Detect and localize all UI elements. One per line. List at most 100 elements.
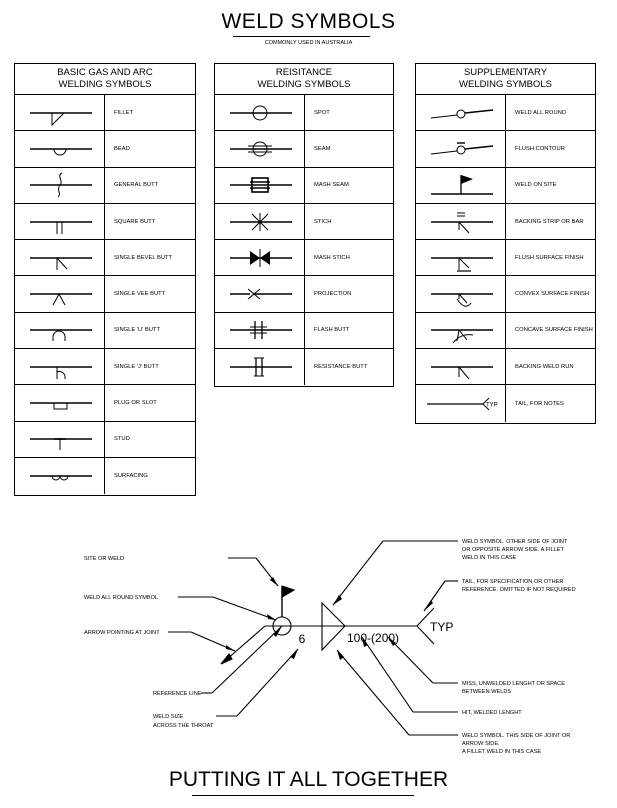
- table-row: CONVEX SURFACE FINISH: [416, 276, 595, 313]
- symbol-label: SURFACING: [114, 473, 148, 480]
- table-row: WELD ON SITE: [416, 167, 595, 204]
- table-row: SQUARE BUTT: [15, 203, 195, 241]
- flush-surface-finish-icon: [416, 240, 506, 276]
- callout-tail-2: REFERENCE. OMITTED IF NOT REQUIRED: [462, 587, 576, 593]
- table-row: SINGLE VEE BUTT: [15, 276, 195, 313]
- mash-seam-icon: [215, 167, 305, 203]
- flash-butt-icon-graphic: [229, 321, 292, 340]
- symbol-label: FLASH BUTT: [314, 327, 350, 334]
- mash-seam-icon-graphic: [229, 177, 292, 194]
- table-row: BEAD: [15, 131, 195, 168]
- table-row: FILLET: [15, 95, 195, 132]
- general-butt-icon: [15, 167, 105, 203]
- symbol-label: PLUG OR SLOT: [114, 400, 157, 407]
- table-row: SINGLE 'J' BUTT: [15, 349, 195, 386]
- symbol-label: STICH: [314, 218, 332, 225]
- square-butt-icon: [15, 203, 105, 240]
- symbol-label: SINGLE 'U' BUTT: [114, 327, 161, 334]
- callout-this-side-2: ARROW SIDE.: [462, 741, 500, 747]
- projection-icon-graphic: [229, 288, 292, 300]
- table-row: FLUSH CONTOUR: [416, 131, 595, 168]
- single-bevel-butt-icon: [15, 240, 105, 276]
- spot-icon-graphic: [229, 105, 292, 121]
- callout-other-side-3: WELD IN THIS CASE: [462, 555, 517, 561]
- flush-contour-icon: [416, 131, 506, 167]
- table-row: WELD ALL ROUND: [416, 95, 595, 132]
- symbol-label: SINGLE VEE BUTT: [114, 291, 166, 298]
- callout-other-side-1: WELD SYMBOL. OTHER SIDE OF JOINT: [462, 539, 568, 545]
- tail-reference-text: TYP: [430, 620, 453, 634]
- bottom-title-underline: [192, 795, 414, 796]
- general-butt-icon-graphic: [29, 172, 92, 198]
- bead-icon: [15, 131, 105, 167]
- symbol-label: CONCAVE SURFACE FINISH: [515, 327, 593, 334]
- fillet-icon: [15, 95, 105, 131]
- table-row: STUD: [15, 421, 195, 458]
- table-row: FLUSH SURFACE FINISH: [416, 240, 595, 277]
- seam-icon: [215, 131, 305, 167]
- weld-on-site-icon: [416, 167, 506, 203]
- single-j-butt-icon: [15, 349, 105, 385]
- single-u-butt-icon-graphic: [29, 329, 92, 342]
- table-row: SPOT: [215, 95, 393, 132]
- resistance-butt-icon: [215, 349, 305, 386]
- callout-weld-size-2: ACROSS THE THROAT: [153, 723, 214, 729]
- table-header-line-2: WELDING SYMBOLS: [58, 79, 152, 90]
- weld-on-site-icon-graphic: [430, 175, 493, 195]
- concave-surface-finish-icon: [416, 312, 506, 349]
- flush-contour-icon-graphic: [430, 142, 493, 155]
- flush-surface-finish-icon-graphic: [430, 257, 493, 272]
- symbol-label: SPOT: [314, 109, 330, 116]
- table-header-line-2: WELDING SYMBOLS: [257, 79, 351, 90]
- mash-stich-icon: [215, 240, 305, 276]
- callout-miss-2: BETWEEN WELDS: [462, 689, 511, 695]
- weld-symbol-assembly-diagram: 6 100-(200) TYP SITE OR WELD WELD ALL RO…: [84, 539, 576, 755]
- seam-icon-graphic: [229, 141, 292, 157]
- symbol-label: CONVEX SURFACE FINISH: [515, 291, 590, 298]
- weld-all-round-icon-graphic: [430, 108, 493, 119]
- symbol-label: WELD ALL ROUND: [515, 109, 567, 116]
- title-underline: [233, 36, 370, 37]
- projection-icon: [215, 276, 305, 312]
- symbol-label: BACKING WELD RUN: [515, 363, 574, 370]
- symbol-label: GENERAL BUTT: [114, 182, 159, 189]
- table-row: PROJECTION: [215, 276, 393, 313]
- backing-weld-run-icon: [416, 349, 506, 385]
- single-vee-butt-icon-graphic: [29, 293, 92, 306]
- svg-text:TYP: TYP: [486, 402, 498, 408]
- backing-strip-icon-graphic: [430, 212, 493, 233]
- table-header-line-1: SUPPLEMENTARY: [463, 67, 548, 78]
- page-title: WELD SYMBOLS: [221, 10, 396, 33]
- symbol-label: STUD: [114, 436, 130, 443]
- page-subtitle: COMMONLY USED IN AUSTRALIA: [264, 40, 353, 46]
- callout-other-side-2: OR OPPOSITE ARROW SIDE. A FILLET: [462, 547, 565, 553]
- fillet-icon-graphic: [29, 111, 92, 126]
- table-row: GENERAL BUTT: [15, 167, 195, 204]
- resistance-butt-icon-graphic: [229, 357, 292, 377]
- symbol-label: BACKING STRIP OR BAR: [515, 218, 584, 225]
- table-row: CONCAVE SURFACE FINISH: [416, 312, 595, 350]
- table-row: MASH SEAM: [215, 167, 393, 204]
- backing-weld-run-icon-graphic: [430, 366, 493, 380]
- symbol-label: FILLET: [114, 109, 134, 116]
- stud-icon: [15, 421, 105, 457]
- callout-site-or-weld: SITE OR WELD: [84, 556, 124, 562]
- symbol-label: RESISTANCE BUTT: [314, 364, 368, 371]
- symbol-label: BEAD: [114, 145, 130, 152]
- table-row: FLASH BUTT: [215, 312, 393, 350]
- symbol-label: FLUSH SURFACE FINISH: [515, 254, 584, 261]
- table-row: MASH STICH: [215, 240, 393, 277]
- weld-size-value: 6: [299, 632, 306, 646]
- single-bevel-butt-icon-graphic: [29, 257, 92, 270]
- tail-icon: TYP: [416, 385, 506, 422]
- symbol-label: FLUSH CONTOUR: [515, 145, 565, 152]
- table-row: SURFACING: [15, 457, 195, 495]
- symbol-label: SEAM: [314, 145, 331, 152]
- backing-strip-icon: [416, 203, 506, 240]
- weld-all-round-icon: [416, 95, 506, 131]
